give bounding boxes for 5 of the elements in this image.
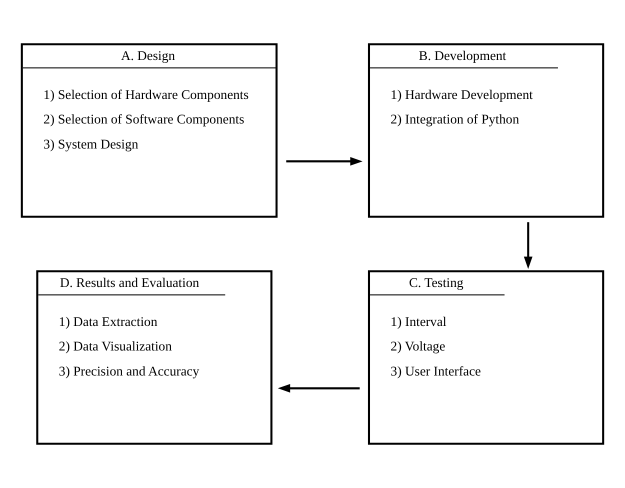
node-box: B. Development 1) Hardware Development 2) Integration of Python [368, 43, 604, 218]
arrow [278, 384, 360, 393]
node-box: C. Testing 1) Interval 2) Voltage 3) User Interface [368, 270, 604, 445]
arrow [524, 222, 532, 269]
arrow [286, 157, 363, 166]
